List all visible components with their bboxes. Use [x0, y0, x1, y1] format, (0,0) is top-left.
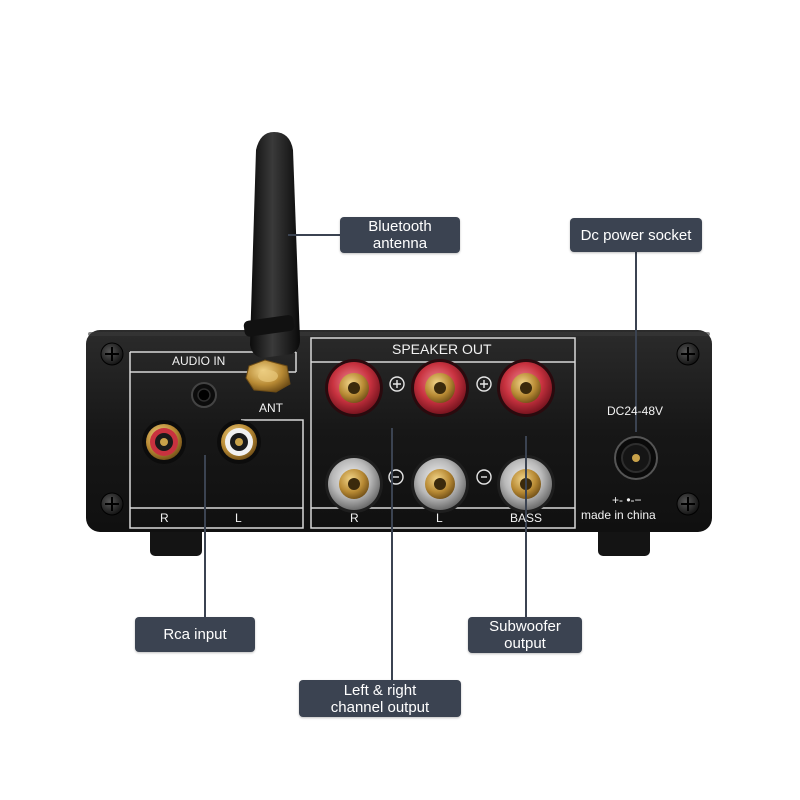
binding-post-red-bass: [497, 359, 555, 417]
ant-label: ANT: [259, 401, 283, 415]
plus-icon: [389, 376, 405, 392]
callout-dc-power-socket: Dc power socket: [570, 218, 702, 252]
bluetooth-antenna: [243, 132, 300, 393]
speaker-l-label: L: [436, 511, 443, 525]
aux-jack-icon: [191, 382, 217, 408]
callout-line: output: [504, 635, 546, 652]
rca-jack-right: [142, 420, 186, 464]
speaker-out-label: SPEAKER OUT: [392, 341, 492, 357]
binding-post-red-l: [411, 359, 469, 417]
callout-line: Subwoofer: [489, 618, 561, 635]
minus-icon: [388, 469, 404, 485]
binding-post-black-l: [411, 455, 469, 513]
dc-voltage-label: DC24-48V: [607, 404, 664, 418]
callout-line: antenna: [372, 235, 428, 252]
made-in-label: made in china: [581, 508, 656, 522]
callout-channel-output: Left & right channel output: [299, 680, 461, 717]
callout-bluetooth-antenna: Bluetooth antenna: [340, 217, 460, 253]
callout-rca-input: Rca input: [135, 617, 255, 652]
binding-post-black-r: [325, 455, 383, 513]
polarity-symbol: +- •-−: [612, 493, 642, 507]
screw-icon: [676, 342, 700, 366]
screw-icon: [676, 492, 700, 516]
bass-label: BASS: [510, 511, 543, 525]
minus-icon: [476, 469, 492, 485]
callout-line: Rca input: [163, 626, 227, 643]
plus-icon: [476, 376, 492, 392]
binding-post-red-r: [325, 359, 383, 417]
rca-l-label: L: [235, 511, 242, 525]
rca-jack-left: [217, 420, 261, 464]
rca-r-label: R: [160, 511, 169, 525]
callout-subwoofer-output: Subwoofer output: [468, 617, 582, 653]
callout-line: Bluetooth: [368, 218, 432, 235]
speaker-r-label: R: [350, 511, 359, 525]
audio-in-frame: [129, 351, 304, 529]
callout-line: Left & right: [343, 681, 417, 699]
chassis-back-panel: [86, 330, 712, 532]
leader-lines: [204, 234, 637, 680]
callout-line: Dc power socket: [580, 226, 692, 244]
callout-line: channel output: [330, 698, 430, 716]
dc-power-socket: [614, 436, 658, 480]
audio-in-label: AUDIO IN: [172, 354, 226, 368]
screw-icon: [100, 342, 124, 366]
screw-icon: [100, 492, 124, 516]
